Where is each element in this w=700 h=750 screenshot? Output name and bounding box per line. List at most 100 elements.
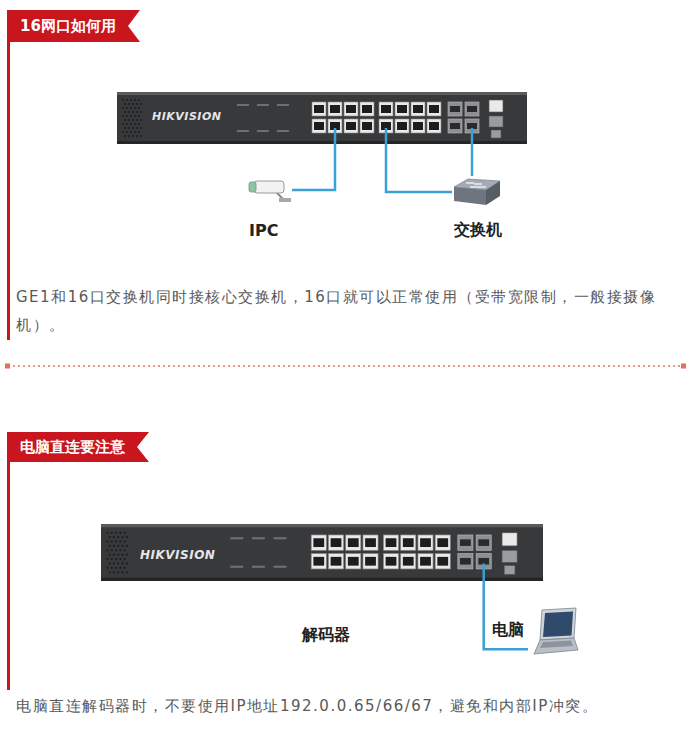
service-port [489, 100, 503, 112]
vent-hole [113, 545, 115, 547]
port-frame [379, 102, 393, 116]
vent-hole [126, 571, 128, 573]
banner-title: 16网口如何用 [20, 10, 116, 42]
port-frame [458, 535, 473, 550]
camera-base [279, 198, 291, 202]
port-frame [312, 102, 326, 116]
port-frame [346, 535, 361, 550]
port-frame [418, 554, 433, 569]
port-frame [411, 102, 425, 116]
port-socket [346, 105, 356, 113]
rj45-port [418, 535, 433, 550]
vent-hole [124, 127, 126, 129]
vent-hole [140, 135, 142, 137]
vent-hole [113, 562, 115, 564]
vent-hole [134, 107, 136, 109]
port-frame [395, 102, 409, 116]
laptop-screen-frame [540, 608, 576, 640]
vent-hole [111, 558, 113, 560]
device-bottom-edge [117, 141, 527, 144]
vent-hole [128, 127, 130, 129]
sfp-port [448, 119, 462, 133]
vent-hole [134, 99, 136, 101]
vent-hole [106, 567, 108, 569]
vent-hole [119, 549, 121, 551]
rj45-port [418, 554, 433, 569]
port-frame [435, 554, 450, 569]
switch-icon [452, 176, 502, 208]
rj45-port [427, 119, 441, 133]
cable-stub [334, 128, 337, 144]
vent-hole [111, 549, 113, 551]
device-top-edge [101, 524, 543, 527]
rj45-port [379, 102, 393, 116]
vent-hole [134, 123, 136, 125]
port-frame [363, 535, 378, 550]
vent-hole [115, 558, 117, 560]
vent-hole [122, 115, 124, 117]
port-socket [403, 557, 414, 566]
camera-body [254, 181, 284, 193]
port-frame [458, 554, 473, 569]
port-socket [330, 105, 340, 113]
cable-connector [484, 581, 528, 649]
rj45-port [346, 535, 361, 550]
cable-connector [292, 144, 335, 190]
port-frame [448, 102, 462, 116]
vent-hole [138, 99, 140, 101]
vent-hole [117, 562, 119, 564]
rj45-port [363, 554, 378, 569]
vent-hole [126, 99, 128, 101]
banner-title: 电脑直连要注意 [20, 432, 125, 462]
cable-stub [385, 128, 388, 144]
vent-hole [109, 562, 111, 564]
port-frame [360, 102, 374, 116]
switch-front [454, 187, 486, 205]
vent-hole [115, 532, 117, 534]
port-socket [429, 105, 439, 113]
brand-logo: HIKVISION [140, 548, 215, 562]
port-socket [331, 538, 342, 547]
vent-hole [119, 532, 121, 534]
vent-hole [126, 536, 128, 538]
port-socket [386, 538, 397, 547]
panel-mark [277, 104, 289, 106]
vent-hole [128, 103, 130, 105]
vent-hole [124, 119, 126, 121]
rj45-port [435, 554, 450, 569]
vent-hole [124, 111, 126, 113]
decoder-device: HIKVISION解码器 [101, 524, 543, 581]
vent-hole [124, 567, 126, 569]
vent-hole [140, 127, 142, 129]
vent-hole [132, 103, 134, 105]
node-label: 交换机 [454, 220, 502, 241]
network-switch: 交换机 [452, 176, 502, 208]
vent-hole [106, 532, 108, 534]
vent-hole [126, 562, 128, 564]
vent-hole [106, 549, 108, 551]
sfp-port [458, 535, 473, 550]
port-socket [478, 539, 489, 546]
node-label: 电脑 [492, 620, 524, 641]
cable-stub [482, 563, 485, 581]
vent-hole [126, 131, 128, 133]
vent-hole [106, 558, 108, 560]
panel-mark [230, 537, 243, 539]
vent-hole [121, 571, 123, 573]
switch-arrow [474, 183, 482, 184]
rj45-port [395, 102, 409, 116]
rj45-port [344, 102, 358, 116]
laptop-keyboard [540, 641, 573, 649]
laptop-icon [528, 606, 580, 660]
rj45-port [360, 102, 374, 116]
port-socket [314, 122, 324, 130]
vent-hole [134, 115, 136, 117]
vent-hole [113, 554, 115, 556]
rj45-port [328, 102, 342, 116]
port-frame [411, 119, 425, 133]
port-socket [397, 122, 407, 130]
port-frame [328, 535, 343, 550]
vent-hole [140, 103, 142, 105]
cable-stubs [483, 563, 484, 581]
port-frame [344, 102, 358, 116]
